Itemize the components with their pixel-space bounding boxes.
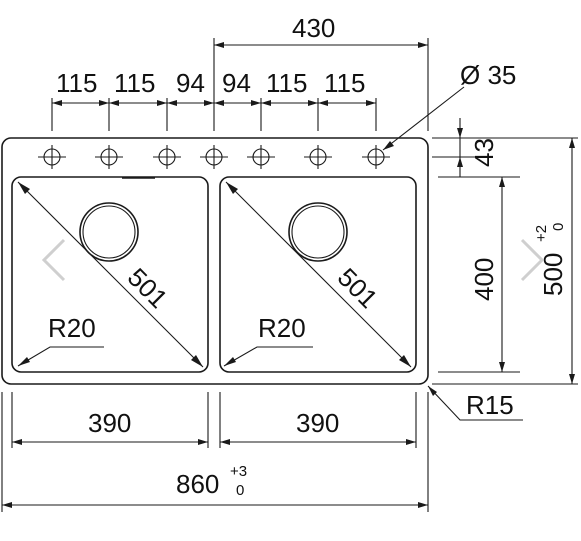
tap-hole-diameter-label: Ø 35 [460, 60, 516, 90]
bowl-width-dims [11, 392, 417, 448]
tap-holes [38, 145, 390, 169]
overall-width-label: 860 [176, 469, 219, 499]
left-bowl [11, 176, 209, 373]
right-drain [288, 202, 348, 262]
tap-hole-7 [362, 145, 390, 169]
overall-width-dim [1, 392, 429, 512]
left-drain [79, 202, 139, 262]
bowl-width-label-left: 390 [88, 408, 131, 438]
tap-spacing-label-5: 115 [266, 68, 307, 98]
overall-depth-tol-minus: 0 [550, 223, 567, 231]
tap-hole-3 [153, 145, 181, 169]
overall-width-tol-minus: 0 [236, 482, 244, 499]
right-drain-inner [291, 205, 345, 259]
tap-hole-2 [95, 145, 123, 169]
tap-hole-diameter-leader [382, 86, 465, 151]
radius-leader-left [17, 346, 104, 367]
tap-spacing-label-1: 115 [56, 68, 97, 98]
bowl-depth-dim [438, 176, 520, 373]
tap-spacing-label-2: 115 [114, 68, 155, 98]
tap-spacing-label-3: 94 [176, 68, 205, 98]
tap-spacing-dim [51, 38, 377, 131]
overall-depth-tol-plus: +2 [533, 225, 550, 242]
corner-radius-label: R15 [466, 390, 514, 420]
tap-hole-4 [200, 145, 228, 169]
radius-label-right: R20 [258, 313, 306, 343]
bowl-width-label-right: 390 [296, 408, 339, 438]
overall-depth-dim [432, 137, 578, 385]
tap-offset-label: 43 [469, 138, 499, 167]
chevron-left-icon[interactable] [41, 238, 66, 282]
overall-width-tol-plus: +3 [230, 463, 247, 480]
bowl-depth-label: 400 [469, 258, 499, 301]
half-width-label: 430 [292, 13, 335, 43]
chevron-right-icon[interactable] [520, 238, 545, 282]
tap-hole-5 [247, 145, 275, 169]
diagonal-label-left: 501 [122, 262, 174, 314]
diagonal-label-right: 501 [332, 262, 384, 314]
tap-spacing-label-6: 115 [324, 68, 365, 98]
diagonal-dim-left [17, 181, 204, 368]
radius-label-left: R20 [48, 313, 96, 343]
diagonal-dim-right [225, 181, 412, 368]
corner-radius-leader [427, 385, 523, 421]
sink-outline [1, 137, 429, 385]
radius-leader-right [223, 346, 313, 367]
left-drain-inner [82, 205, 136, 259]
tap-hole-6 [304, 145, 332, 169]
tap-hole-1 [38, 145, 66, 169]
tap-spacing-label-4: 94 [222, 68, 251, 98]
right-bowl [219, 176, 417, 373]
